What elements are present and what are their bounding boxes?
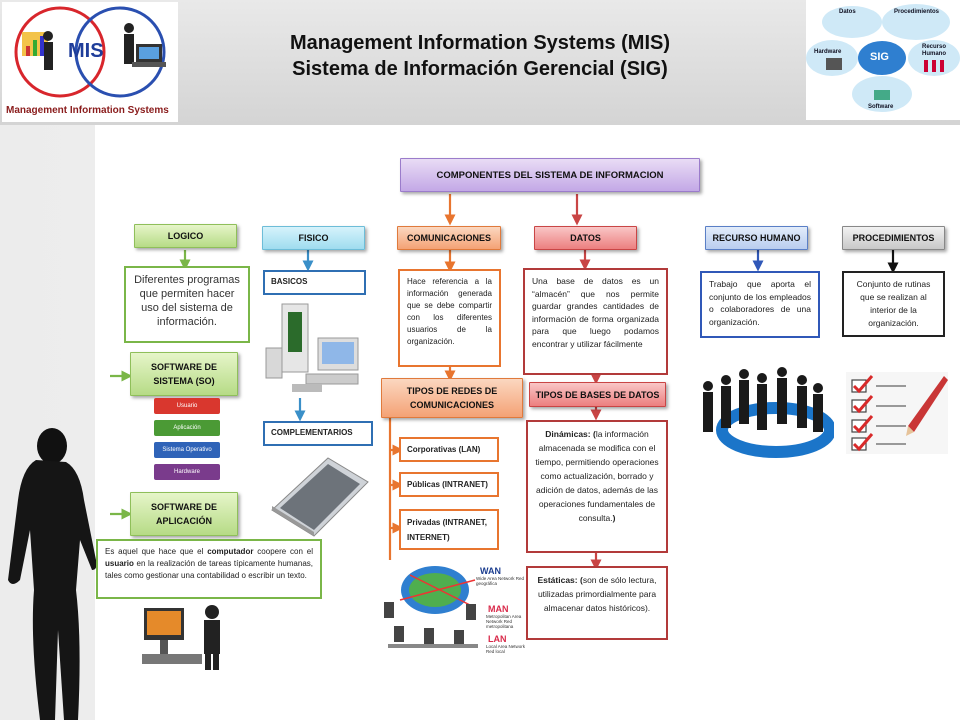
- mis-logo-caption: Management Information Systems: [6, 105, 169, 116]
- software-sistema-node: SOFTWARE DE SISTEMA (SO): [130, 352, 238, 396]
- red-corporativa-label: Corporativas (LAN): [407, 445, 481, 454]
- sig-logo-center: SIG: [870, 51, 889, 63]
- tipos-bd-label: TIPOS DE BASES DE DATOS: [535, 389, 660, 400]
- procedimientos-label: PROCEDIMIENTOS: [852, 233, 935, 243]
- tipos-bd-header: TIPOS DE BASES DE DATOS: [529, 382, 666, 407]
- red-privada-label: Privadas (INTRANET, INTERNET): [407, 518, 488, 542]
- software-aplicacion-label: SOFTWARE DE APLICACIÓN: [150, 502, 217, 526]
- checklist-illustration: [846, 372, 948, 454]
- mis-logo-text: MIS: [68, 40, 104, 62]
- sig-logo-graphic: [806, 4, 960, 112]
- lan-sublabel: Local Area Network Red local: [486, 644, 526, 654]
- wan-sublabel: Wide Area Network Red geográfica: [476, 576, 525, 586]
- tipos-redes-label: TIPOS DE REDES DE COMUNICACIONES: [406, 386, 498, 410]
- red-publica-node: Públicas (INTRANET): [399, 472, 499, 497]
- bd-estaticas-node: Estáticas: (son de sólo lectura, utiliza…: [526, 566, 668, 640]
- app-desc-computador: computador: [207, 547, 254, 556]
- datos-header: DATOS: [534, 226, 637, 250]
- dinamicas-label: Dinámicas: (: [545, 429, 596, 439]
- sig-logo-software: Software: [868, 104, 894, 110]
- stack-layer-so: Sistema Operativo: [154, 442, 220, 458]
- logico-description: Diferentes programas que permiten hacer …: [124, 266, 250, 343]
- bd-dinamicas-node: Dinámicas: (la información almacenada se…: [526, 420, 668, 553]
- basicos-label: BASICOS: [271, 277, 308, 286]
- wan-label: WAN: [480, 566, 501, 576]
- datos-desc-text: Una base de datos es un “almacén” que no…: [532, 276, 659, 349]
- stack-layer-hardware: Hardware: [154, 464, 220, 480]
- complementarios-node: COMPLEMENTARIOS: [263, 421, 373, 446]
- recurso-humano-label: RECURSO HUMANO: [712, 233, 801, 243]
- sig-logo-recurso: Recurso Humano: [921, 44, 946, 57]
- scanner-illustration: [271, 457, 369, 537]
- root-node: COMPONENTES DEL SISTEMA DE INFORMACION: [400, 158, 700, 192]
- app-desc-usuario: usuario: [105, 559, 134, 568]
- software-aplicacion-description: Es aquel que hace que el computador coop…: [96, 539, 322, 599]
- software-aplicacion-node: SOFTWARE DE APLICACIÓN: [130, 492, 238, 536]
- page-title: Management Information Systems (MIS): [289, 32, 671, 54]
- mis-logo-graphic: [14, 6, 166, 98]
- sig-logo: SIG Datos Procedimientos Hardware Recurs…: [806, 0, 960, 120]
- recurso-humano-description: Trabajo que aporta el conjunto de los em…: [700, 271, 820, 338]
- logico-header: LOGICO: [134, 224, 237, 248]
- fisico-header: FISICO: [262, 226, 365, 250]
- page-subtitle: Sistema de Información Gerencial (SIG): [292, 58, 668, 80]
- basicos-node: BASICOS: [263, 270, 366, 295]
- procedimientos-desc-text: Conjunto de rutinas que se realizan al i…: [856, 279, 931, 328]
- lan-label: LAN: [488, 634, 507, 644]
- procedimientos-header: PROCEDIMIENTOS: [842, 226, 945, 250]
- app-desc-2: coopere con el: [253, 547, 314, 556]
- comunicaciones-header: COMUNICACIONES: [397, 226, 501, 250]
- businesswoman-silhouette: [8, 428, 97, 720]
- tipos-redes-header: TIPOS DE REDES DE COMUNICACIONES: [381, 378, 523, 418]
- app-desc-1: Es aquel que hace que el: [105, 547, 208, 556]
- man-label: MAN: [488, 604, 509, 614]
- sig-logo-procedimientos: Procedimientos: [894, 9, 940, 15]
- estaticas-text: son de sólo lectura, utilizadas primordi…: [537, 575, 657, 613]
- comunicaciones-description: Hace referencia a la información generad…: [398, 269, 501, 367]
- sig-logo-hardware: Hardware: [814, 49, 842, 55]
- comunicaciones-label: COMUNICACIONES: [406, 233, 491, 243]
- procedimientos-description: Conjunto de rutinas que se realizan al i…: [842, 271, 945, 337]
- dinamicas-text: la información almacenada se modifica co…: [535, 429, 659, 523]
- computer-user-illustration: [142, 605, 220, 670]
- datos-label: DATOS: [570, 233, 601, 243]
- recurso-humano-desc-text: Trabajo que aporta el conjunto de los em…: [709, 279, 811, 327]
- man-sublabel: Metropolitan Area Network Red metropolit…: [486, 614, 522, 629]
- red-privada-node: Privadas (INTRANET, INTERNET): [399, 509, 499, 550]
- app-desc-3: en la realización de tareas típicamente …: [105, 559, 313, 580]
- software-sistema-label: SOFTWARE DE SISTEMA (SO): [150, 362, 217, 386]
- mis-logo: MIS Management Information Systems: [2, 2, 178, 122]
- logico-label: LOGICO: [167, 231, 204, 241]
- red-publica-label: Públicas (INTRANET): [407, 480, 488, 489]
- os-layer-stack: Usuario Aplicación Sistema Operativo Har…: [152, 398, 230, 484]
- dinamicas-close: ): [612, 513, 616, 523]
- sig-logo-datos: Datos: [839, 9, 856, 15]
- stack-layer-usuario: Usuario: [154, 398, 220, 414]
- pc-hardware-illustration: [265, 303, 359, 392]
- root-label: COMPONENTES DEL SISTEMA DE INFORMACION: [436, 169, 664, 181]
- recurso-humano-header: RECURSO HUMANO: [705, 226, 808, 250]
- network-types-illustration: [384, 566, 478, 648]
- team-people-illustration: [703, 367, 834, 458]
- logico-desc-text: Diferentes programas que permiten hacer …: [134, 274, 240, 328]
- complementarios-label: COMPLEMENTARIOS: [271, 428, 353, 437]
- stack-layer-aplicacion: Aplicación: [154, 420, 220, 436]
- red-corporativa-node: Corporativas (LAN): [399, 437, 499, 462]
- datos-description: Una base de datos es un “almacén” que no…: [523, 268, 668, 375]
- estaticas-label: Estáticas: (: [537, 575, 583, 585]
- comunicaciones-desc-text: Hace referencia a la información generad…: [407, 277, 492, 346]
- fisico-label: FISICO: [298, 233, 329, 243]
